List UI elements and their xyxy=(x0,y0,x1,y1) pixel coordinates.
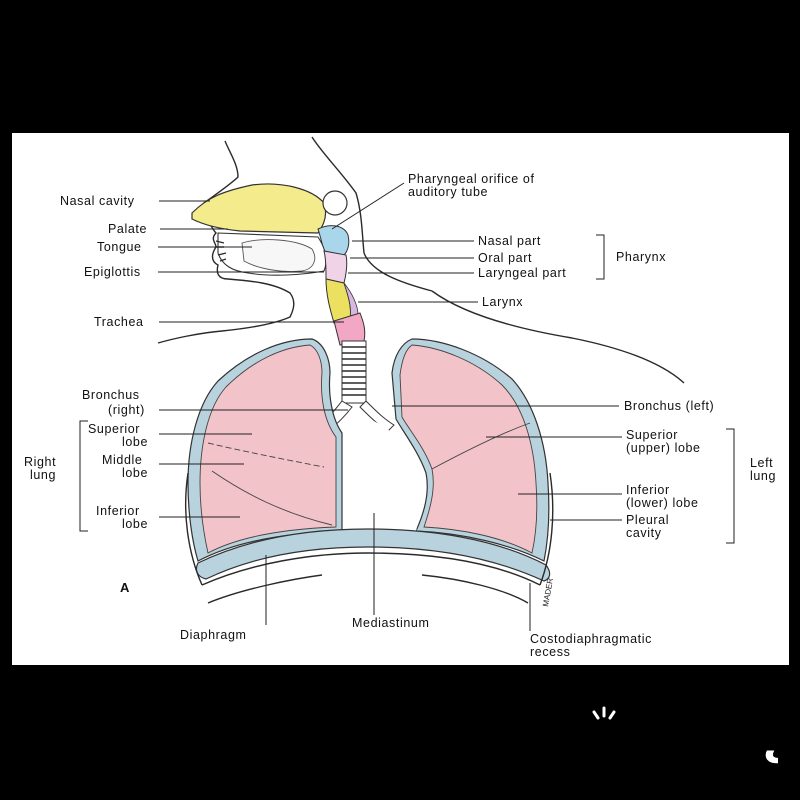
larynx xyxy=(325,278,351,324)
label-right-superior-2: lobe xyxy=(122,435,148,449)
label-pleural-2: cavity xyxy=(626,526,662,540)
left-lung-fissure xyxy=(431,422,531,470)
diagram-panel: Nasal cavity Palate Tongue Epiglottis Tr… xyxy=(12,133,789,665)
label-bronchus-right-2: (right) xyxy=(108,403,145,417)
label-larynx: Larynx xyxy=(482,295,523,309)
right-lung xyxy=(199,344,337,554)
respiratory-system-diagram: Nasal cavity Palate Tongue Epiglottis Tr… xyxy=(24,136,776,659)
artist-signature: MADER xyxy=(541,577,555,607)
label-oral-part: Oral part xyxy=(478,251,532,265)
rib-wall-left xyxy=(539,472,554,586)
neck-right xyxy=(363,252,433,292)
label-left-superior-1: Superior xyxy=(626,428,678,442)
label-left-superior-2: (upper) lobe xyxy=(626,441,701,455)
label-laryngeal-part: Laryngeal part xyxy=(478,266,566,280)
sphenoid-sinus xyxy=(322,190,348,216)
label-costodiaphragmatic-1: Costodiaphragmatic xyxy=(530,632,652,646)
left-lung xyxy=(399,344,538,554)
label-left-lung-1: Left xyxy=(750,456,773,470)
label-diaphragm: Diaphragm xyxy=(180,628,247,642)
back-of-head xyxy=(311,136,365,254)
label-right-superior-1: Superior xyxy=(88,422,140,436)
label-right-inferior-1: Inferior xyxy=(96,504,140,518)
label-left-lung-2: lung xyxy=(750,469,776,483)
label-left-inferior-1: Inferior xyxy=(626,483,670,497)
right-lung-fissure-2 xyxy=(211,470,333,526)
pharynx-bracket xyxy=(596,234,605,280)
label-pleural-1: Pleural xyxy=(626,513,669,527)
left-lung-bracket xyxy=(726,428,735,544)
label-pharyngeal-orifice-2: auditory tube xyxy=(408,185,488,199)
watermark-text: بابساطی xyxy=(763,719,778,768)
label-right-lung-1: Right xyxy=(24,455,56,469)
oral-pharynx xyxy=(323,250,348,284)
trachea xyxy=(341,340,367,404)
label-right-middle-1: Middle xyxy=(102,453,142,467)
label-mediastinum: Mediastinum xyxy=(352,616,429,630)
mediastinum-space xyxy=(344,417,424,531)
chest-outline-right xyxy=(207,574,323,604)
leader-lines xyxy=(158,182,622,631)
tongue-shape xyxy=(241,239,316,272)
nasal-cavity xyxy=(191,183,327,234)
left-shoulder xyxy=(431,290,685,384)
diaphragm-lower xyxy=(201,552,541,586)
label-bronchus-left: Bronchus (left) xyxy=(624,399,714,413)
label-costodiaphragmatic-2: recess xyxy=(530,645,570,659)
label-trachea: Trachea xyxy=(94,315,144,329)
label-pharynx: Pharynx xyxy=(616,250,666,264)
diaphragm xyxy=(195,528,551,582)
label-figure-letter: A xyxy=(120,580,130,595)
label-epiglottis: Epiglottis xyxy=(84,265,141,279)
right-lung-bracket xyxy=(79,420,88,532)
watermark-logo: بابساطی xyxy=(548,700,800,780)
label-pharyngeal-orifice-1: Pharyngeal orifice of xyxy=(408,172,535,186)
label-left-inferior-2: (lower) lobe xyxy=(626,496,699,510)
label-nasal-part: Nasal part xyxy=(478,234,541,248)
chest-outline-left xyxy=(421,574,529,604)
label-tongue: Tongue xyxy=(97,240,142,254)
label-palate: Palate xyxy=(108,222,147,236)
right-lung-fissure-1 xyxy=(207,442,325,468)
label-bronchus-right-1: Bronchus xyxy=(82,388,140,402)
sparkle-icon xyxy=(592,706,616,720)
label-right-inferior-2: lobe xyxy=(122,517,148,531)
rib-wall-right xyxy=(184,472,203,586)
label-nasal-cavity: Nasal cavity xyxy=(60,194,135,208)
label-right-lung-2: lung xyxy=(30,468,56,482)
label-right-middle-2: lobe xyxy=(122,466,148,480)
